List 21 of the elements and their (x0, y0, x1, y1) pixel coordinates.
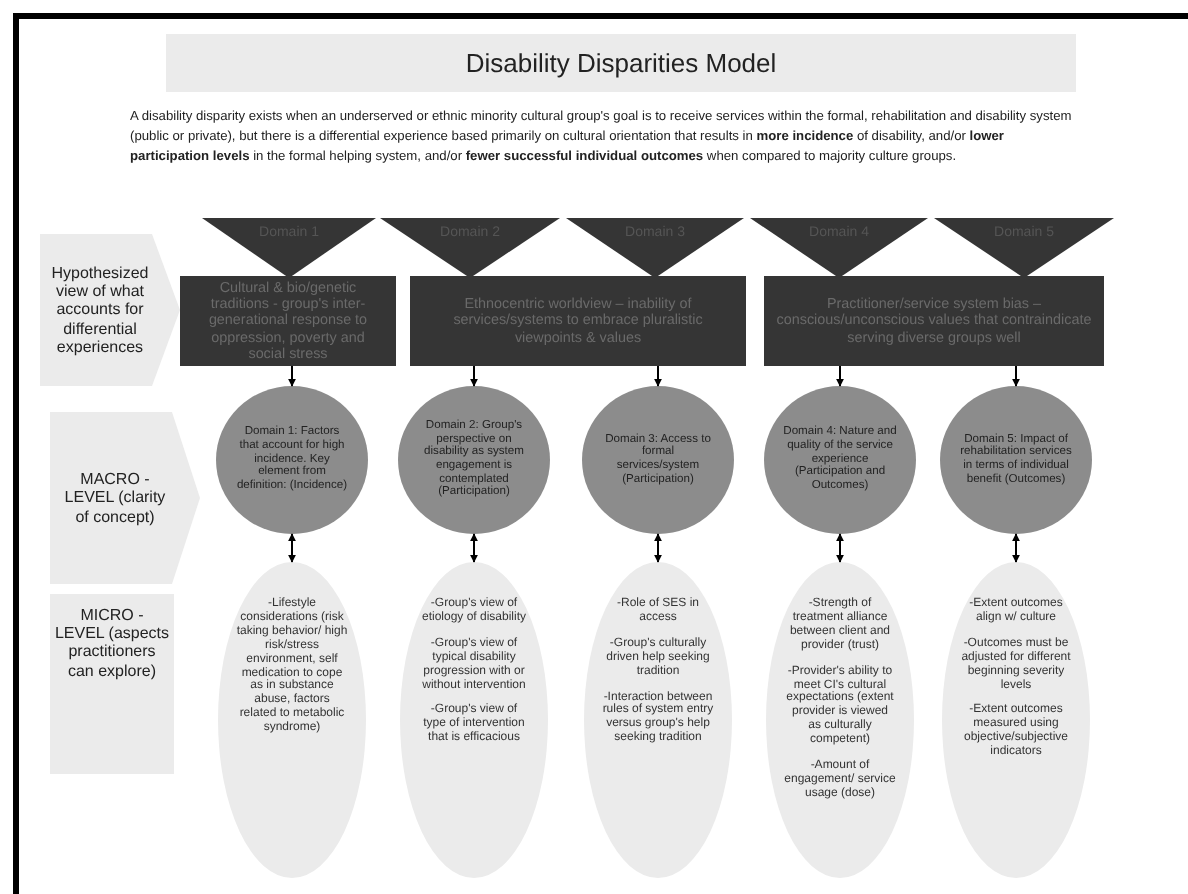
arrow (654, 365, 662, 387)
level-text: MICRO - LEVEL (aspects practitioners can explore) (54, 606, 170, 680)
double-arrow (836, 533, 844, 563)
arrow (1012, 365, 1020, 387)
domain-triangle (566, 218, 744, 278)
arrow (288, 365, 296, 387)
level-arrow-label (40, 234, 180, 386)
arrow (836, 365, 844, 387)
double-arrow (1012, 533, 1020, 563)
level-text: MACRO - LEVEL (clarity of concept) (62, 470, 168, 526)
arrow (470, 365, 478, 387)
domain-triangle (934, 218, 1114, 278)
double-arrow (654, 533, 662, 563)
title-banner: Disability Disparities Model (166, 34, 1076, 92)
double-arrow (288, 533, 296, 563)
domain-bar (180, 276, 396, 366)
level-text: Hypothesized view of what accounts for differential experiences (49, 263, 151, 356)
double-arrow (470, 533, 478, 563)
domain-triangle (380, 218, 560, 278)
domain-triangle (202, 218, 376, 278)
domain-triangle (750, 218, 928, 278)
